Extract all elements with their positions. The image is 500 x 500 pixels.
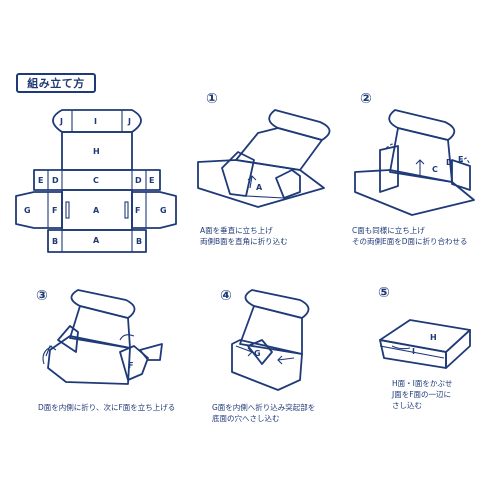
step5-label-h: H bbox=[430, 333, 437, 342]
step2-illustration: C D E bbox=[354, 109, 475, 216]
step2-caption: C面も同様に立ち上げ その両側E面をD面に折り合わせる bbox=[352, 226, 468, 246]
step-number: ⑤ bbox=[378, 285, 390, 301]
net-label: H bbox=[93, 147, 100, 156]
step2-label-e: E bbox=[458, 155, 463, 164]
step3-caption: D面を内側に折り、次にF面を立ち上げる bbox=[38, 403, 176, 412]
net-label: J bbox=[127, 117, 131, 126]
net-label: E bbox=[149, 176, 154, 185]
net-label: J bbox=[59, 117, 63, 126]
net-label: I bbox=[94, 117, 97, 126]
step2-label-d: D bbox=[446, 158, 453, 167]
step1-label-a: A bbox=[256, 183, 263, 192]
step3-illustration: F bbox=[42, 289, 163, 385]
net-label: D bbox=[135, 176, 142, 185]
step5-illustration: H I bbox=[379, 319, 471, 369]
step4-illustration: G bbox=[231, 289, 310, 391]
step4-label-g: G bbox=[254, 349, 261, 358]
step-number: ④ bbox=[220, 288, 232, 304]
net-label: B bbox=[52, 237, 58, 246]
net-label: G bbox=[24, 206, 31, 215]
net-panel-g-right bbox=[131, 191, 177, 229]
net-label: C bbox=[93, 176, 99, 185]
net-label: G bbox=[160, 206, 167, 215]
step1-illustration: A bbox=[197, 109, 331, 208]
net-label: F bbox=[52, 206, 57, 215]
net-label: F bbox=[135, 206, 140, 215]
net-row-bab bbox=[47, 229, 147, 253]
net-label: D bbox=[52, 176, 59, 185]
step2-label-c: C bbox=[432, 165, 438, 174]
net-label: A bbox=[93, 236, 100, 245]
net-label: B bbox=[136, 237, 142, 246]
step5-label-i: I bbox=[412, 347, 415, 356]
net-label: A bbox=[93, 206, 100, 215]
step3-label-f: F bbox=[128, 361, 133, 370]
step4-caption: G面を内側へ折り込み突起部を 底面の穴へさし込む bbox=[212, 403, 316, 423]
net-label: E bbox=[38, 176, 43, 185]
step5-caption: H面・I面をかぶせ J面をF面の一辺に さし込む bbox=[392, 379, 453, 410]
assembly-title: 組み立て方 bbox=[16, 73, 96, 93]
step-number: ② bbox=[360, 91, 372, 107]
step-number: ③ bbox=[36, 288, 48, 304]
step-number: ① bbox=[206, 91, 218, 107]
step1-caption: A面を垂直に立ち上げ 両側B面を直角に折り込む bbox=[200, 226, 288, 246]
